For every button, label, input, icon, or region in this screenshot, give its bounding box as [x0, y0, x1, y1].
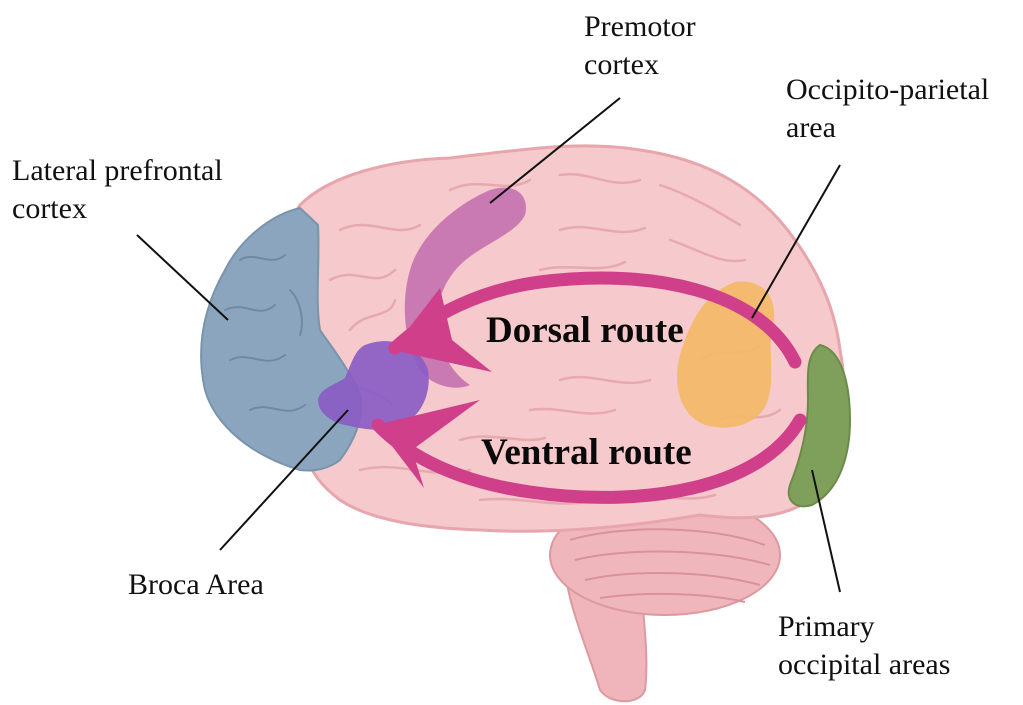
- label-premotor-line1: Premotor: [584, 8, 696, 46]
- label-lateral-line2: cortex: [12, 190, 223, 228]
- dorsal-route-label: Dorsal route: [486, 310, 684, 352]
- label-occipito-line1: Occipito-parietal: [786, 71, 989, 109]
- label-primary-line1: Primary: [778, 608, 950, 646]
- leader-lateral-prefrontal: [137, 235, 228, 320]
- label-premotor: Premotor cortex: [584, 8, 696, 84]
- label-premotor-line2: cortex: [584, 46, 696, 84]
- label-occipito-line2: area: [786, 109, 989, 147]
- label-primary-line2: occipital areas: [778, 646, 950, 684]
- label-occipito-parietal: Occipito-parietal area: [786, 71, 989, 147]
- ventral-route-label: Ventral route: [481, 432, 692, 474]
- label-broca: Broca Area: [128, 566, 264, 604]
- label-primary-occipital: Primary occipital areas: [778, 608, 950, 684]
- label-lateral-line1: Lateral prefrontal: [12, 152, 223, 190]
- label-lateral-prefrontal: Lateral prefrontal cortex: [12, 152, 223, 228]
